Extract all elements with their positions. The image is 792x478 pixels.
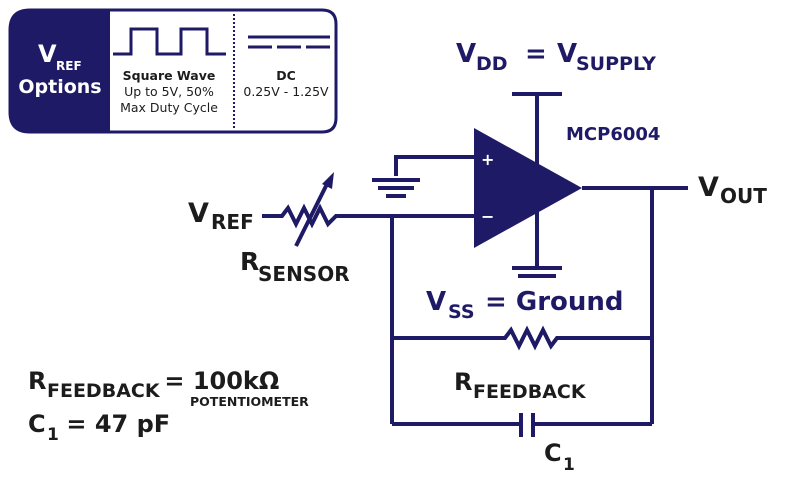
svg-text:V: V: [698, 172, 719, 203]
svg-text:FEEDBACK: FEEDBACK: [473, 381, 587, 403]
c1-spec: C 1 = 47 pF: [28, 410, 170, 445]
svg-text:= 47 pF: = 47 pF: [58, 410, 170, 438]
dc-heading: DC: [276, 68, 296, 83]
svg-text:1: 1: [47, 425, 59, 445]
ground-icon: [372, 178, 420, 198]
op-amp-symbol: [474, 128, 582, 248]
rsensor-label: R SENSOR: [240, 247, 350, 286]
svg-text:C: C: [544, 439, 562, 467]
svg-text:OUT: OUT: [720, 184, 767, 208]
svg-text:V: V: [426, 287, 446, 317]
square-wave-heading: Square Wave: [123, 68, 216, 83]
rfeedback-label: R FEEDBACK: [454, 368, 587, 403]
variable-arrow-shaft: [294, 181, 330, 247]
svg-text:V: V: [456, 39, 476, 69]
c1-label: C 1: [544, 439, 575, 475]
svg-text:R: R: [240, 247, 259, 276]
svg-text:REF: REF: [211, 210, 254, 234]
inverting-input-sign: −: [481, 207, 494, 226]
options-title-sub: REF: [56, 59, 82, 73]
sensor-resistor: [262, 203, 344, 229]
options-title-label: Options: [18, 76, 101, 98]
options-title-block: [10, 10, 110, 132]
chip-label: MCP6004: [566, 124, 660, 145]
svg-text:= Ground: = Ground: [476, 287, 624, 317]
rfeedback-spec: R FEEDBACK = 100kΩ POTENTIOMETER: [28, 367, 309, 409]
feedback-resistor: [392, 325, 652, 351]
svg-text:DD: DD: [476, 53, 508, 75]
vss-label: V SS = Ground: [426, 287, 624, 323]
non-inverting-input-sign: +: [481, 150, 494, 169]
svg-text:SENSOR: SENSOR: [258, 262, 350, 286]
vdd-label: V DD = V SUPPLY: [456, 39, 656, 75]
svg-text:V: V: [557, 39, 577, 69]
svg-text:POTENTIOMETER: POTENTIOMETER: [190, 394, 309, 409]
non-inverting-input-wire: [394, 155, 474, 176]
dc-range: 0.25V - 1.25V: [243, 84, 329, 99]
dc-symbol-icon: [248, 35, 330, 49]
svg-text:1: 1: [563, 455, 575, 475]
square-wave-line1: Up to 5V, 50%: [124, 84, 214, 99]
square-wave-line2: Max Duty Cycle: [120, 100, 218, 115]
svg-text:SS: SS: [448, 301, 475, 323]
svg-text:R: R: [28, 367, 46, 395]
svg-text:V: V: [188, 198, 209, 229]
svg-text:R: R: [454, 368, 472, 396]
svg-text:=: =: [516, 39, 556, 69]
vout-label: V OUT: [698, 172, 767, 208]
svg-text:FEEDBACK: FEEDBACK: [47, 380, 161, 402]
vref-options-panel: V REF Options Square Wave Up to 5V, 50% …: [8, 8, 338, 134]
svg-text:= 100kΩ: = 100kΩ: [156, 367, 279, 395]
vref-label: V REF: [188, 198, 254, 234]
svg-text:SUPPLY: SUPPLY: [576, 53, 656, 75]
square-wave-icon: [113, 27, 226, 56]
variable-arrow-head-icon: [322, 172, 334, 189]
options-title-v: V: [38, 40, 57, 68]
svg-text:C: C: [28, 410, 46, 438]
